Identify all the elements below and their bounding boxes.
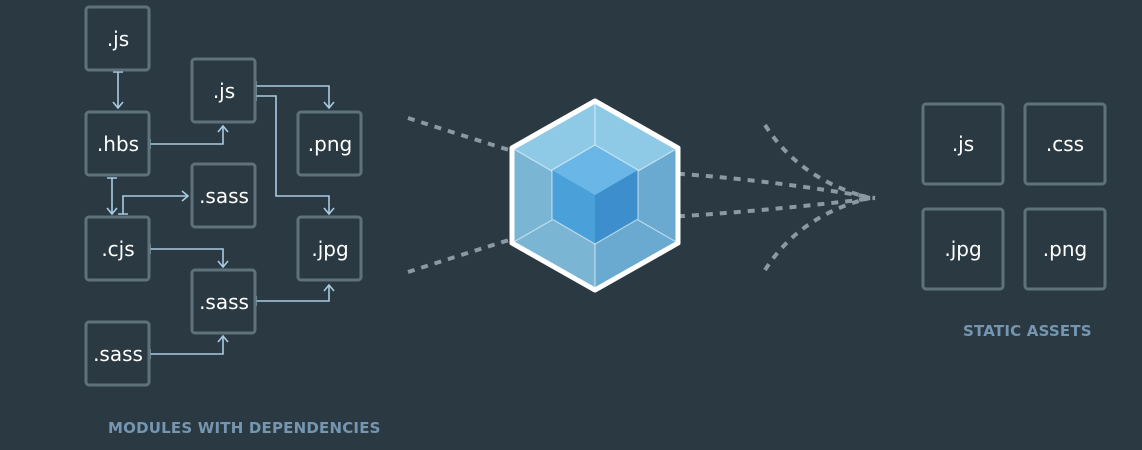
module-box-png: .png: [296, 110, 363, 177]
assets-caption: STATIC ASSETS: [963, 322, 1092, 340]
module-box-hbs: .hbs: [84, 110, 151, 177]
module-box-sass-3: .sass: [84, 320, 151, 387]
module-label: .js: [213, 79, 235, 103]
module-label: .sass: [199, 184, 249, 208]
arrow-js-to-png: [256, 85, 330, 108]
module-label: .hbs: [97, 132, 139, 156]
arrow-cjs-to-sass: [122, 195, 188, 214]
module-label: .png: [308, 132, 352, 156]
flow-line-out-bottom: [649, 196, 876, 220]
arrow-cjs-to-sass-2: [150, 248, 224, 267]
asset-box-css: .css: [1023, 102, 1107, 186]
module-label: .sass: [93, 342, 143, 366]
arrow-sass-to-sass: [150, 336, 224, 355]
module-box-cjs: .cjs: [84, 215, 151, 282]
module-box-js: .js: [84, 5, 151, 72]
asset-box-js: .js: [921, 102, 1005, 186]
webpack-cube-icon: [509, 98, 681, 293]
flow-line-out-lower-curve: [763, 196, 871, 272]
flow-line-out-upper-curve: [763, 123, 871, 200]
module-label: .sass: [199, 290, 249, 314]
module-box-js-2: .js: [190, 57, 257, 124]
module-box-sass: .sass: [190, 162, 257, 229]
arrow-hbs-to-js: [150, 126, 224, 145]
module-label: .js: [107, 27, 129, 51]
module-label: .jpg: [311, 237, 348, 261]
asset-box-jpg: .jpg: [921, 207, 1005, 291]
asset-label: .jpg: [944, 237, 981, 261]
modules-caption: MODULES WITH DEPENDENCIES: [108, 419, 381, 437]
asset-label: .png: [1043, 237, 1087, 261]
asset-box-png: .png: [1023, 207, 1107, 291]
module-box-sass-2: .sass: [190, 268, 257, 335]
asset-label: .js: [952, 132, 974, 156]
assets-group: .js .css .jpg .png: [921, 102, 1107, 291]
arrow-js-to-jpg: [256, 95, 330, 214]
module-label: .cjs: [101, 237, 134, 261]
arrow-sass-to-jpg: [256, 285, 330, 302]
flow-line-out-top: [649, 170, 876, 200]
module-box-jpg: .jpg: [296, 215, 363, 282]
modules-group: .js .hbs .cjs .sass .js .sass .sass .pn: [84, 5, 363, 387]
asset-label: .css: [1046, 132, 1084, 156]
